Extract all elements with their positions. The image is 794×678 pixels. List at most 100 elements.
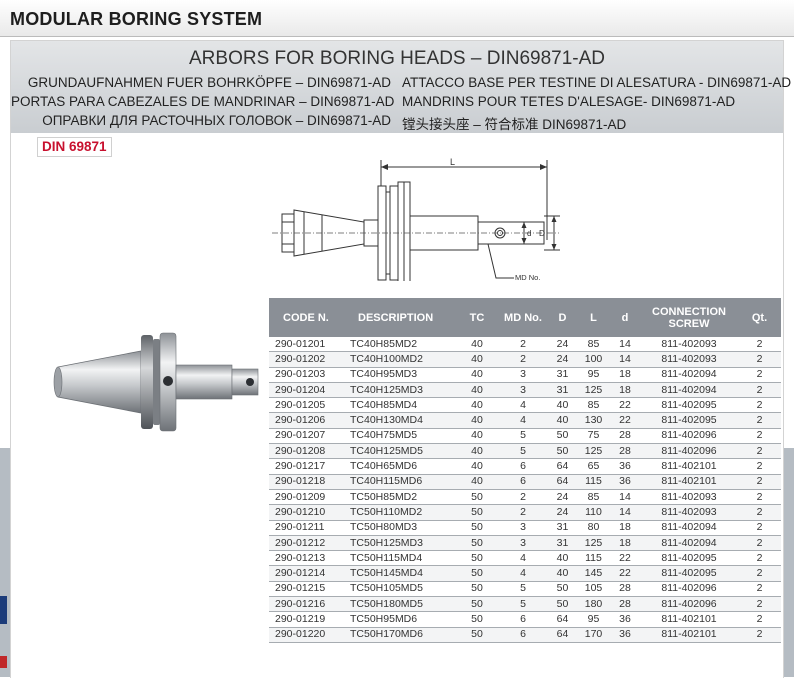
table-cell: 50	[456, 489, 498, 506]
table-cell: 6	[498, 611, 548, 628]
table-cell: 290-01211	[269, 520, 344, 536]
table-cell: 2	[738, 565, 781, 582]
page-title-bar: MODULAR BORING SYSTEM	[0, 0, 794, 37]
table-cell: 811-402095	[640, 550, 738, 567]
table-cell: 3	[498, 382, 548, 399]
table-cell: TC40H85MD2	[344, 337, 456, 353]
table-cell: 95	[577, 367, 610, 383]
table-cell: 2	[738, 397, 781, 414]
table-cell: 4	[498, 565, 548, 582]
table-cell: 2	[738, 337, 781, 353]
table-cell: TC40H125MD3	[344, 382, 456, 399]
column-header: CODE N.	[269, 298, 344, 337]
table-cell: 811-402101	[640, 627, 738, 643]
table-cell: 22	[610, 412, 640, 429]
side-tab-marker	[0, 596, 7, 624]
table-cell: 24	[548, 351, 577, 368]
table-cell: 2	[498, 504, 548, 521]
product-photo	[53, 332, 259, 432]
dimension-label-big-d: D	[539, 229, 545, 238]
table-cell: 40	[548, 565, 577, 582]
table-cell: 64	[548, 458, 577, 475]
table-cell: 40	[456, 443, 498, 460]
table-cell: 31	[548, 520, 577, 536]
table-cell: 28	[610, 581, 640, 598]
subtitle-spanish: PORTAS PARA CABEZALES DE MANDRINAR – DIN…	[11, 94, 395, 109]
table-cell: 40	[548, 412, 577, 429]
table-cell: 290-01207	[269, 428, 344, 445]
table-cell: 2	[498, 489, 548, 506]
table-cell: 5	[498, 596, 548, 613]
table-cell: 18	[610, 535, 640, 552]
table-cell: 811-402095	[640, 412, 738, 429]
table-cell: 811-402093	[640, 489, 738, 506]
table-cell: 50	[548, 581, 577, 598]
table-cell: 6	[498, 458, 548, 475]
dimension-label-md: MD No.	[515, 273, 540, 281]
table-cell: 290-01208	[269, 443, 344, 460]
table-cell: 50	[456, 504, 498, 521]
column-header: D	[548, 298, 577, 337]
table-cell: 2	[738, 550, 781, 567]
table-cell: 50	[456, 535, 498, 552]
table-cell: 811-402096	[640, 581, 738, 598]
table-cell: 31	[548, 535, 577, 552]
table-cell: 2	[738, 520, 781, 536]
table-cell: 64	[548, 611, 577, 628]
table-cell: 22	[610, 565, 640, 582]
table-cell: 290-01209	[269, 489, 344, 506]
table-cell: TC40H100MD2	[344, 351, 456, 368]
table-cell: 125	[577, 382, 610, 399]
table-cell: 290-01204	[269, 382, 344, 399]
table-cell: 40	[548, 397, 577, 414]
column-header: MD No.	[498, 298, 548, 337]
table-cell: TC40H85MD4	[344, 397, 456, 414]
dimension-label-small-d: d	[527, 229, 531, 238]
table-cell: 50	[456, 581, 498, 598]
table-cell: 811-402093	[640, 337, 738, 353]
table-cell: 5	[498, 428, 548, 445]
column-header: L	[577, 298, 610, 337]
table-cell: TC40H95MD3	[344, 367, 456, 383]
table-cell: 2	[738, 627, 781, 643]
table-cell: 40	[456, 382, 498, 399]
table-cell: 40	[456, 351, 498, 368]
table-cell: 50	[456, 520, 498, 536]
table-cell: 2	[738, 611, 781, 628]
table-cell: 40	[456, 367, 498, 383]
table-cell: 811-402095	[640, 397, 738, 414]
section-header: ARBORS FOR BORING HEADS – DIN69871-AD GR…	[11, 41, 792, 133]
table-cell: 105	[577, 581, 610, 598]
table-cell: 290-01202	[269, 351, 344, 368]
table-cell: 2	[738, 458, 781, 475]
subtitle-russian: ОПРАВКИ ДЛЯ РАСТОЧНЫХ ГОЛОВОК – DIN69871…	[42, 113, 391, 128]
subtitle-german: GRUNDAUFNAHMEN FUER BOHRKÖPFE – DIN69871…	[27, 75, 391, 90]
table-header-row: CODE N. DESCRIPTION TC MD No. D L d CONN…	[269, 298, 781, 337]
side-accent-marker	[0, 656, 7, 668]
table-cell: 14	[610, 337, 640, 353]
table-cell: 115	[577, 550, 610, 567]
table-cell: 115	[577, 474, 610, 490]
table-cell: 22	[610, 550, 640, 567]
table-cell: 130	[577, 412, 610, 429]
table-cell: 22	[610, 397, 640, 414]
table-cell: 290-01205	[269, 397, 344, 414]
dimension-label-length: L	[450, 157, 455, 167]
subtitle-italian: ATTACCO BASE PER TESTINE DI ALESATURA - …	[402, 75, 792, 90]
page-title: MODULAR BORING SYSTEM	[10, 9, 263, 29]
column-header: d	[610, 298, 640, 337]
technical-drawing: L d D MD No.	[272, 157, 560, 281]
table-cell: 36	[610, 611, 640, 628]
table-cell: TC50H85MD2	[344, 489, 456, 506]
table-cell: 3	[498, 535, 548, 552]
